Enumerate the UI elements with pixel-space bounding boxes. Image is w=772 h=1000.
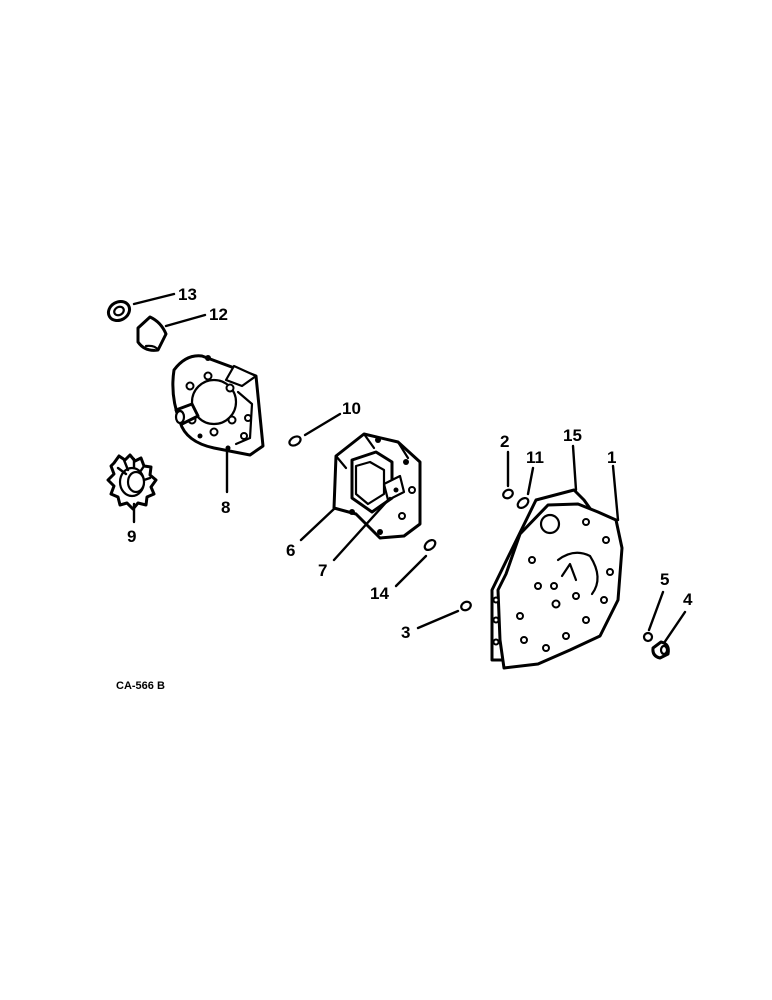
leader-line-5 bbox=[647, 590, 665, 632]
leader-line-13 bbox=[132, 292, 176, 306]
leader-line-15 bbox=[571, 444, 578, 492]
leader-line-10 bbox=[303, 412, 342, 437]
leader-line-4 bbox=[662, 610, 687, 645]
part-14-o-ring bbox=[423, 538, 437, 552]
callout-14: 14 bbox=[370, 584, 389, 603]
callout-11: 11 bbox=[526, 448, 544, 467]
part-10-o-ring bbox=[288, 435, 302, 447]
part-9-gear bbox=[106, 453, 158, 511]
part-4-plug bbox=[651, 640, 670, 660]
leader-line-7 bbox=[332, 496, 392, 562]
part-1-cover-plate bbox=[492, 502, 624, 670]
part-13-seal bbox=[106, 299, 132, 323]
leader-line-14 bbox=[394, 554, 428, 588]
callout-12: 12 bbox=[209, 305, 228, 324]
callout-8: 8 bbox=[221, 498, 230, 517]
leader-line-1 bbox=[611, 464, 620, 522]
callout-3: 3 bbox=[401, 623, 410, 642]
callout-10: 10 bbox=[342, 399, 361, 418]
callout-1: 1 bbox=[607, 448, 616, 467]
drawing-code: CA-566 B bbox=[116, 680, 165, 692]
leader-line-3 bbox=[416, 609, 460, 630]
part-12-sleeve bbox=[136, 315, 168, 352]
part-6-block bbox=[332, 432, 422, 540]
part-3-plug bbox=[460, 600, 472, 612]
part-8-pump-body bbox=[171, 354, 265, 457]
part-2-pin bbox=[502, 488, 514, 500]
callout-5: 5 bbox=[660, 570, 669, 589]
leader-line-11 bbox=[526, 466, 535, 496]
callout-7: 7 bbox=[318, 561, 327, 580]
callout-2: 2 bbox=[500, 432, 509, 451]
callout-4: 4 bbox=[683, 590, 693, 609]
callout-6: 6 bbox=[286, 541, 295, 560]
part-11-o-ring bbox=[516, 496, 530, 510]
callout-15: 15 bbox=[563, 426, 582, 445]
callout-9: 9 bbox=[127, 527, 136, 546]
callout-13: 13 bbox=[178, 285, 197, 304]
leader-line-12 bbox=[164, 313, 207, 328]
part-7-dowel bbox=[382, 474, 406, 502]
leader-line-6 bbox=[299, 506, 337, 542]
part-5-washer bbox=[642, 631, 654, 643]
